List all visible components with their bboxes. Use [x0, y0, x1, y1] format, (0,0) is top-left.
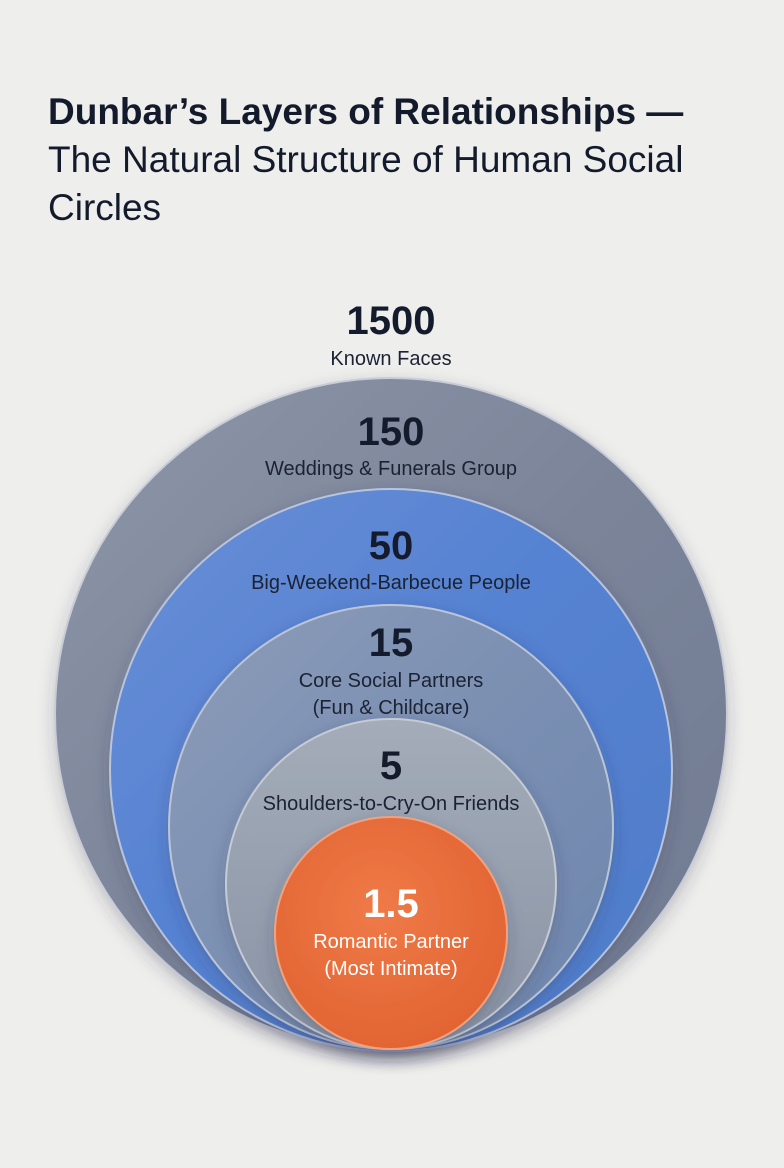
layer-5-label: Shoulders-to-Cry-On Friends [263, 793, 520, 815]
page-title: Dunbar’s Layers of Relationships — The N… [48, 88, 748, 232]
title-line-2: The Natural Structure of Human Social [48, 139, 684, 180]
layer-50-label: Big-Weekend-Barbecue People [251, 572, 531, 594]
layer-1-5-label-2: (Most Intimate) [324, 958, 457, 980]
layer-1500-number: 1500 [347, 299, 436, 343]
layer-50-number: 50 [369, 524, 414, 568]
layer-15-label-2: (Fun & Childcare) [313, 697, 470, 719]
title-bold-line: Dunbar’s Layers of Relationships — [48, 91, 684, 132]
layer-5-number: 5 [380, 744, 402, 788]
layer-150-label: Weddings & Funerals Group [265, 458, 517, 480]
layer-1-5-circle [274, 816, 508, 1050]
layer-15-number: 15 [369, 621, 414, 665]
layer-1500-label: Known Faces [330, 348, 451, 370]
layer-1-5-number: 1.5 [363, 882, 419, 926]
layer-15-label: Core Social Partners [299, 670, 484, 692]
layer-150-number: 150 [358, 410, 425, 454]
layer-1-5-label: Romantic Partner [313, 931, 469, 953]
title-line-3: Circles [48, 187, 162, 228]
